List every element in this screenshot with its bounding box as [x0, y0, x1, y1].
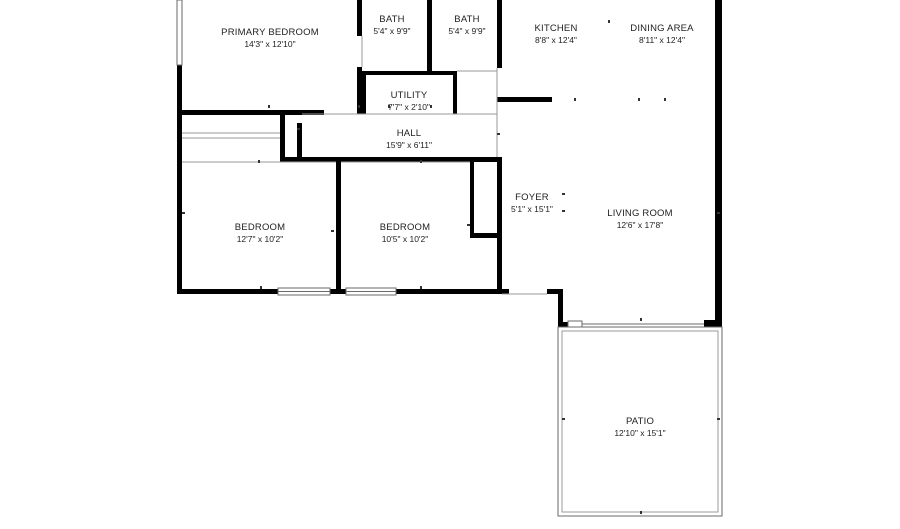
wall-left	[177, 65, 182, 294]
wall-right-corner	[704, 320, 722, 327]
window-left	[176, 0, 183, 66]
room-name-bedroom-1: BEDROOM	[235, 222, 286, 233]
room-dims-hall: 15'9" x 6'11"	[386, 140, 432, 150]
room-dims-bedroom-1: 12'7" x 10'2"	[237, 234, 284, 244]
room-dims-bath-1: 5'4" x 9'9"	[373, 26, 410, 36]
wall-utility-right	[453, 71, 457, 114]
patio-outline	[557, 326, 723, 517]
wall-foyer-step-down	[558, 289, 563, 327]
room-name-bath-1: BATH	[379, 14, 404, 25]
room-dims-kitchen: 8'8" x 12'4"	[535, 35, 577, 45]
room-name-living-room: LIVING ROOM	[607, 208, 673, 219]
exterior-walls	[177, 0, 722, 327]
wall-closet-bottom	[470, 233, 502, 238]
wall-bottom-bedroom-2	[396, 289, 509, 294]
room-name-utility: UTILITY	[391, 90, 428, 101]
wall-closet-left	[470, 162, 474, 237]
patio-door-sill	[567, 320, 583, 328]
thin-lines	[176, 0, 723, 517]
wall-hall-left	[280, 110, 285, 162]
wall-hall-bottom	[280, 157, 502, 162]
room-labels: PRIMARY BEDROOM 14'3" x 12'10" BATH 5'4"…	[221, 14, 694, 438]
room-dims-bedroom-2: 10'5" x 10'2"	[382, 234, 429, 244]
wall-hall-door-jamb	[297, 123, 302, 161]
room-dims-utility: 7'7" x 2'10"	[388, 102, 430, 112]
wall-utility-top	[362, 71, 457, 75]
room-name-primary-bedroom: PRIMARY BEDROOM	[221, 27, 319, 38]
wall-foyer-left	[497, 157, 502, 294]
wall-utility-left	[362, 71, 366, 114]
room-name-hall: HALL	[397, 128, 422, 139]
room-dims-foyer: 5'1" x 15'1"	[511, 204, 553, 214]
wall-bath-right	[497, 0, 502, 68]
wall-bath-left-bottom	[357, 67, 362, 114]
room-name-foyer: FOYER	[515, 192, 549, 203]
room-name-bedroom-2: BEDROOM	[380, 222, 431, 233]
room-dims-primary-bedroom: 14'3" x 12'10"	[244, 39, 295, 49]
room-name-kitchen: KITCHEN	[534, 23, 577, 34]
room-name-bath-2: BATH	[454, 14, 479, 25]
room-dims-bath-2: 5'4" x 9'9"	[448, 26, 485, 36]
wall-between-baths	[427, 0, 432, 73]
room-name-dining-area: DINING AREA	[630, 23, 694, 34]
wall-right	[715, 0, 722, 327]
interior-walls	[177, 0, 552, 294]
wall-between-bedrooms	[336, 157, 341, 294]
wall-foyer-step	[547, 289, 563, 294]
wall-kitchen-partition	[497, 97, 552, 102]
wall-patio-left-stub	[558, 322, 568, 327]
wall-bottom-bedroom-1	[177, 289, 278, 294]
dimension-ticks	[182, 20, 720, 514]
room-dims-living-room: 12'6" x 17'8"	[617, 220, 664, 230]
wall-bath-left-top	[357, 0, 362, 36]
room-dims-patio: 12'10" x 15'1"	[614, 428, 665, 438]
room-dims-dining-area: 8'11" x 12'4"	[639, 35, 685, 45]
room-name-patio: PATIO	[626, 416, 654, 427]
wall-primary-bedroom-bottom	[177, 110, 324, 115]
